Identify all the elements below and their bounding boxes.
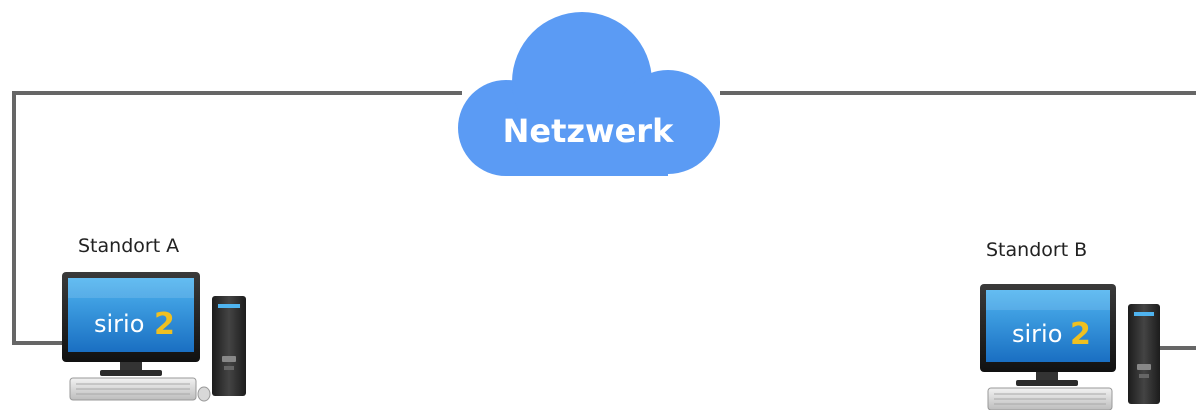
screen-brand-b: sirio xyxy=(1012,320,1062,348)
cloud-icon: Netzwerk xyxy=(458,12,720,176)
site-b-label: Standort B xyxy=(986,239,1087,261)
connection-lines xyxy=(12,91,1196,350)
screen-brand-num-a: 2 xyxy=(154,307,175,342)
network-label: Netzwerk xyxy=(503,112,674,150)
desktop-computer-icon: sirio 2 xyxy=(62,272,246,402)
connection-line-a xyxy=(12,91,462,345)
screen-brand-num-b: 2 xyxy=(1070,317,1091,352)
desktop-computer-icon: sirio 2 xyxy=(980,284,1160,410)
screen-brand-a: sirio xyxy=(94,310,144,338)
site-a-label: Standort A xyxy=(78,235,179,257)
